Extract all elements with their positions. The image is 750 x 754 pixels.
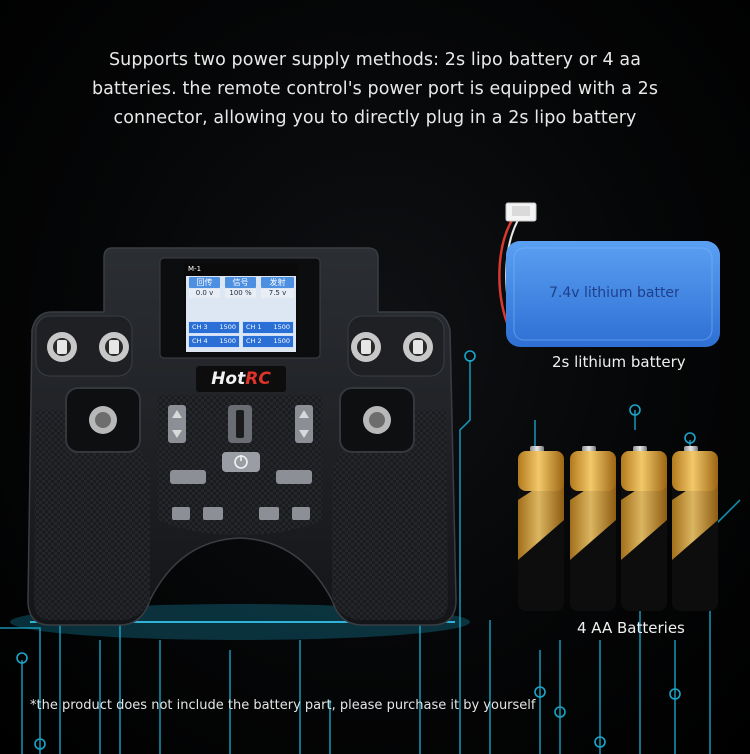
headline-line-3: connector, allowing you to directly plug… bbox=[113, 108, 637, 128]
aa-battery-group bbox=[518, 446, 718, 611]
headline-line-1: Supports two power supply methods: 2s li… bbox=[108, 50, 642, 70]
aa-battery bbox=[621, 446, 667, 611]
lipo-printed-text: 7.4v lithium battery bbox=[549, 285, 679, 301]
brand-logo: HotRC bbox=[196, 366, 286, 392]
headline: Supports two power supply methods: 2s li… bbox=[60, 46, 690, 133]
lipo-battery-label: 2s lithium battery bbox=[552, 353, 686, 371]
footnote: *the product does not include the batter… bbox=[30, 698, 536, 713]
screen-mode: M-1 bbox=[188, 265, 202, 273]
aa-battery bbox=[518, 446, 564, 611]
screen-value-2: 100 % bbox=[225, 289, 256, 298]
screen-value-3: 7.5 v bbox=[261, 289, 294, 298]
aa-batteries-label: 4 AA Batteries bbox=[577, 619, 685, 637]
aa-battery bbox=[672, 446, 718, 611]
aa-battery bbox=[570, 446, 616, 611]
lipo-battery bbox=[498, 202, 720, 347]
headline-line-2: batteries. the remote control's power po… bbox=[91, 79, 659, 99]
screen-tab-2: 信号 bbox=[225, 277, 256, 288]
screen-value-1: 0.0 v bbox=[189, 289, 220, 298]
screen-tab-3: 发射 bbox=[261, 277, 294, 288]
screen-tab-1: 回传 bbox=[189, 277, 220, 288]
remote-controller bbox=[27, 247, 457, 626]
